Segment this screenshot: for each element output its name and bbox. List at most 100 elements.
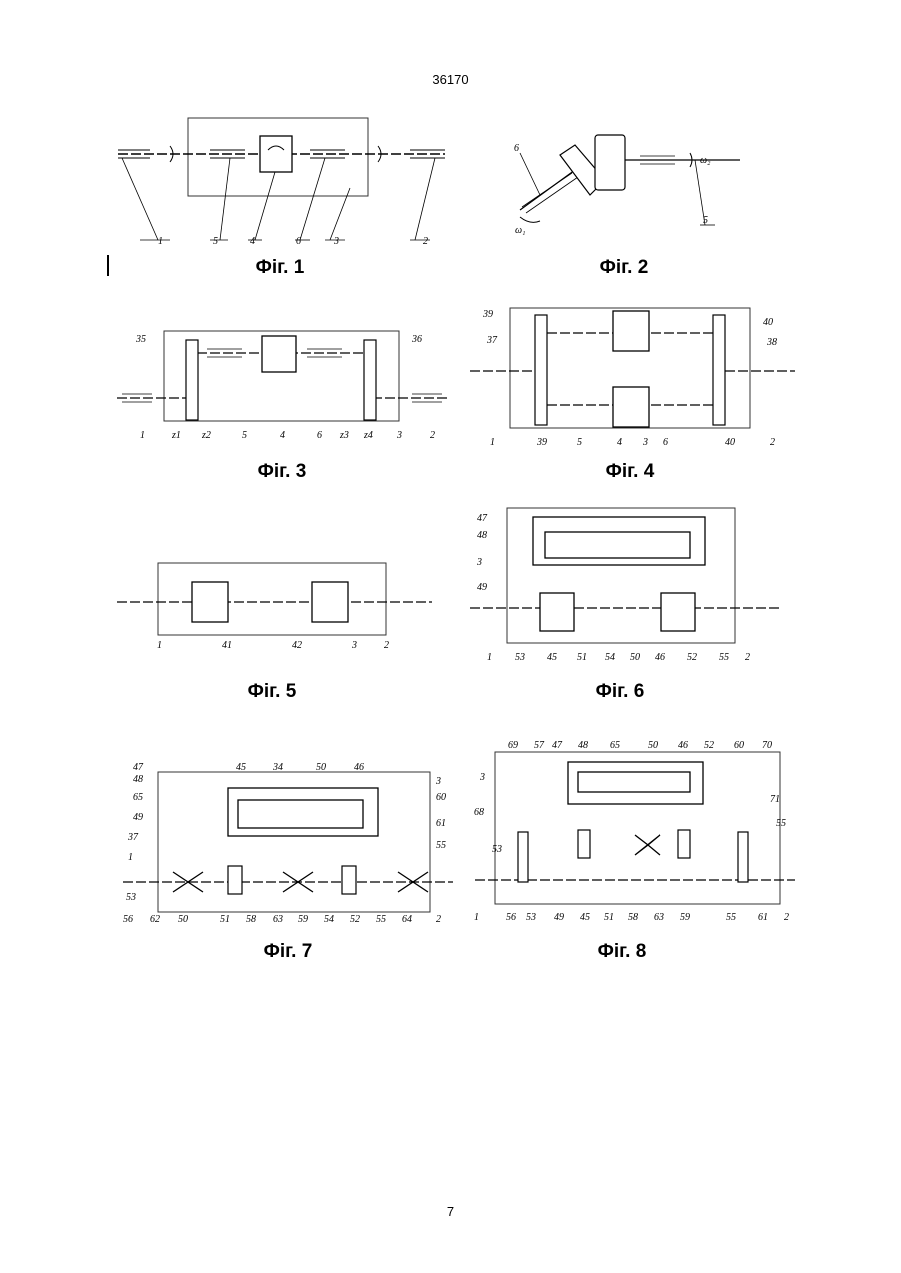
fig8-label: 56 — [506, 912, 516, 923]
figure-4-caption: Фіг. 4 — [530, 461, 730, 483]
fig7-label: 37 — [127, 832, 139, 843]
fig8-label: 61 — [758, 912, 768, 923]
fig7-label: 58 — [246, 914, 256, 925]
fig3-label: 6 — [317, 430, 322, 441]
fig6-label: 50 — [630, 652, 640, 663]
fig4-label: 39 — [536, 437, 547, 448]
figure-7-caption: Фіг. 7 — [188, 941, 388, 963]
fig6-label: 46 — [655, 652, 665, 663]
fig6-label: 45 — [547, 652, 557, 663]
fig8-label: 46 — [678, 740, 688, 751]
fig1-label: 2 — [423, 236, 428, 247]
fig6-label: 52 — [687, 652, 697, 663]
fig3-label: 2 — [430, 430, 435, 441]
fig8-label: 55 — [776, 818, 786, 829]
fig8-label: 70 — [762, 740, 772, 751]
fig6-label: 1 — [487, 652, 492, 663]
fig7-label: 50 — [316, 762, 326, 773]
fig7-label: 59 — [298, 914, 308, 925]
fig2-label: ω₂ — [700, 155, 711, 166]
fig6-label: 49 — [477, 582, 487, 593]
fig5-label: 41 — [222, 640, 232, 651]
fig8-label: 57 — [534, 740, 545, 751]
fig8-label: 60 — [734, 740, 744, 751]
fig7-label: 63 — [273, 914, 283, 925]
fig7-label: 61 — [436, 818, 446, 829]
fig6-label: 3 — [476, 557, 482, 568]
fig2-label: ω₁ — [515, 225, 526, 236]
fig6-label: 2 — [745, 652, 750, 663]
fig8-label: 52 — [704, 740, 714, 751]
fig4-label: 40 — [725, 437, 735, 448]
fig6-label: 48 — [477, 530, 487, 541]
fig8-label: 3 — [479, 772, 485, 783]
fig8-label: 68 — [474, 807, 484, 818]
fig7-label: 34 — [272, 762, 283, 773]
figure-2-caption: Фіг. 2 — [524, 257, 724, 279]
fig8-label: 63 — [654, 912, 664, 923]
fig3-label: z3 — [339, 430, 349, 441]
fig3-label: 1 — [140, 430, 145, 441]
figure-1-diagram: 1 5 4 6 3 2 — [110, 110, 450, 255]
fig8-label: 58 — [628, 912, 638, 923]
fig3-label: z1 — [171, 430, 181, 441]
fig1-label: 6 — [296, 236, 301, 247]
figure-6-diagram: 47 48 3 49 1 53 45 51 54 50 46 52 55 2 — [465, 505, 785, 665]
fig4-label: 3 — [642, 437, 648, 448]
figure-5-diagram: 1 41 42 3 2 — [112, 560, 437, 655]
fig4-label: 5 — [577, 437, 582, 448]
fig8-label: 50 — [648, 740, 658, 751]
fig3-label: 36 — [411, 334, 422, 345]
figure-8-diagram: 69 57 47 48 65 50 46 52 60 70 3 68 53 1 … — [470, 740, 800, 930]
fig7-label: 65 — [133, 792, 143, 803]
fig7-label: 60 — [436, 792, 446, 803]
fig7-label: 2 — [436, 914, 441, 925]
fig3-label: 3 — [396, 430, 402, 441]
fig6-label: 53 — [515, 652, 525, 663]
fig8-label: 1 — [474, 912, 479, 923]
figure-3-diagram: 35 36 1 z1 z2 5 4 6 z3 z4 3 2 — [112, 328, 452, 448]
fig2-label: 5 — [703, 215, 708, 226]
fig4-label: 38 — [766, 337, 777, 348]
fig1-label: 4 — [250, 236, 255, 247]
fig6-label: 55 — [719, 652, 729, 663]
fig7-label: 64 — [402, 914, 412, 925]
fig5-label: 2 — [384, 640, 389, 651]
fig8-label: 48 — [578, 740, 588, 751]
fig5-label: 3 — [351, 640, 357, 651]
fig1-label: 3 — [333, 236, 339, 247]
fig8-label: 55 — [726, 912, 736, 923]
fig1-label: 1 — [158, 236, 163, 247]
fig7-label: 49 — [133, 812, 143, 823]
fig3-label: z4 — [363, 430, 373, 441]
figure-3-caption: Фіг. 3 — [182, 461, 382, 483]
figure-4-diagram: 39 37 40 38 1 39 5 4 3 6 40 2 — [465, 305, 800, 450]
document-number: 36170 — [0, 72, 901, 87]
fig8-label: 51 — [604, 912, 614, 923]
fig4-label: 4 — [617, 437, 622, 448]
fig7-label: 54 — [324, 914, 334, 925]
fig5-label: 1 — [157, 640, 162, 651]
page-number: 7 — [0, 1204, 901, 1219]
fig7-label: 1 — [128, 852, 133, 863]
fig7-label: 47 — [133, 762, 144, 773]
fig4-label: 39 — [482, 309, 493, 320]
fig8-label: 53 — [526, 912, 536, 923]
figure-8-caption: Фіг. 8 — [522, 941, 722, 963]
fig8-label: 47 — [552, 740, 563, 751]
fig3-label: 5 — [242, 430, 247, 441]
fig7-label: 53 — [126, 892, 136, 903]
margin-change-bar — [107, 255, 109, 276]
fig7-label: 56 — [123, 914, 133, 925]
fig8-label: 2 — [784, 912, 789, 923]
fig4-label: 1 — [490, 437, 495, 448]
fig7-label: 51 — [220, 914, 230, 925]
fig3-label: z2 — [201, 430, 211, 441]
fig4-label: 6 — [663, 437, 668, 448]
fig7-label: 55 — [436, 840, 446, 851]
fig4-label: 40 — [763, 317, 773, 328]
figure-5-caption: Фіг. 5 — [172, 681, 372, 703]
figure-1-caption: Фіг. 1 — [180, 257, 380, 279]
fig4-label: 2 — [770, 437, 775, 448]
fig1-label: 5 — [213, 236, 218, 247]
